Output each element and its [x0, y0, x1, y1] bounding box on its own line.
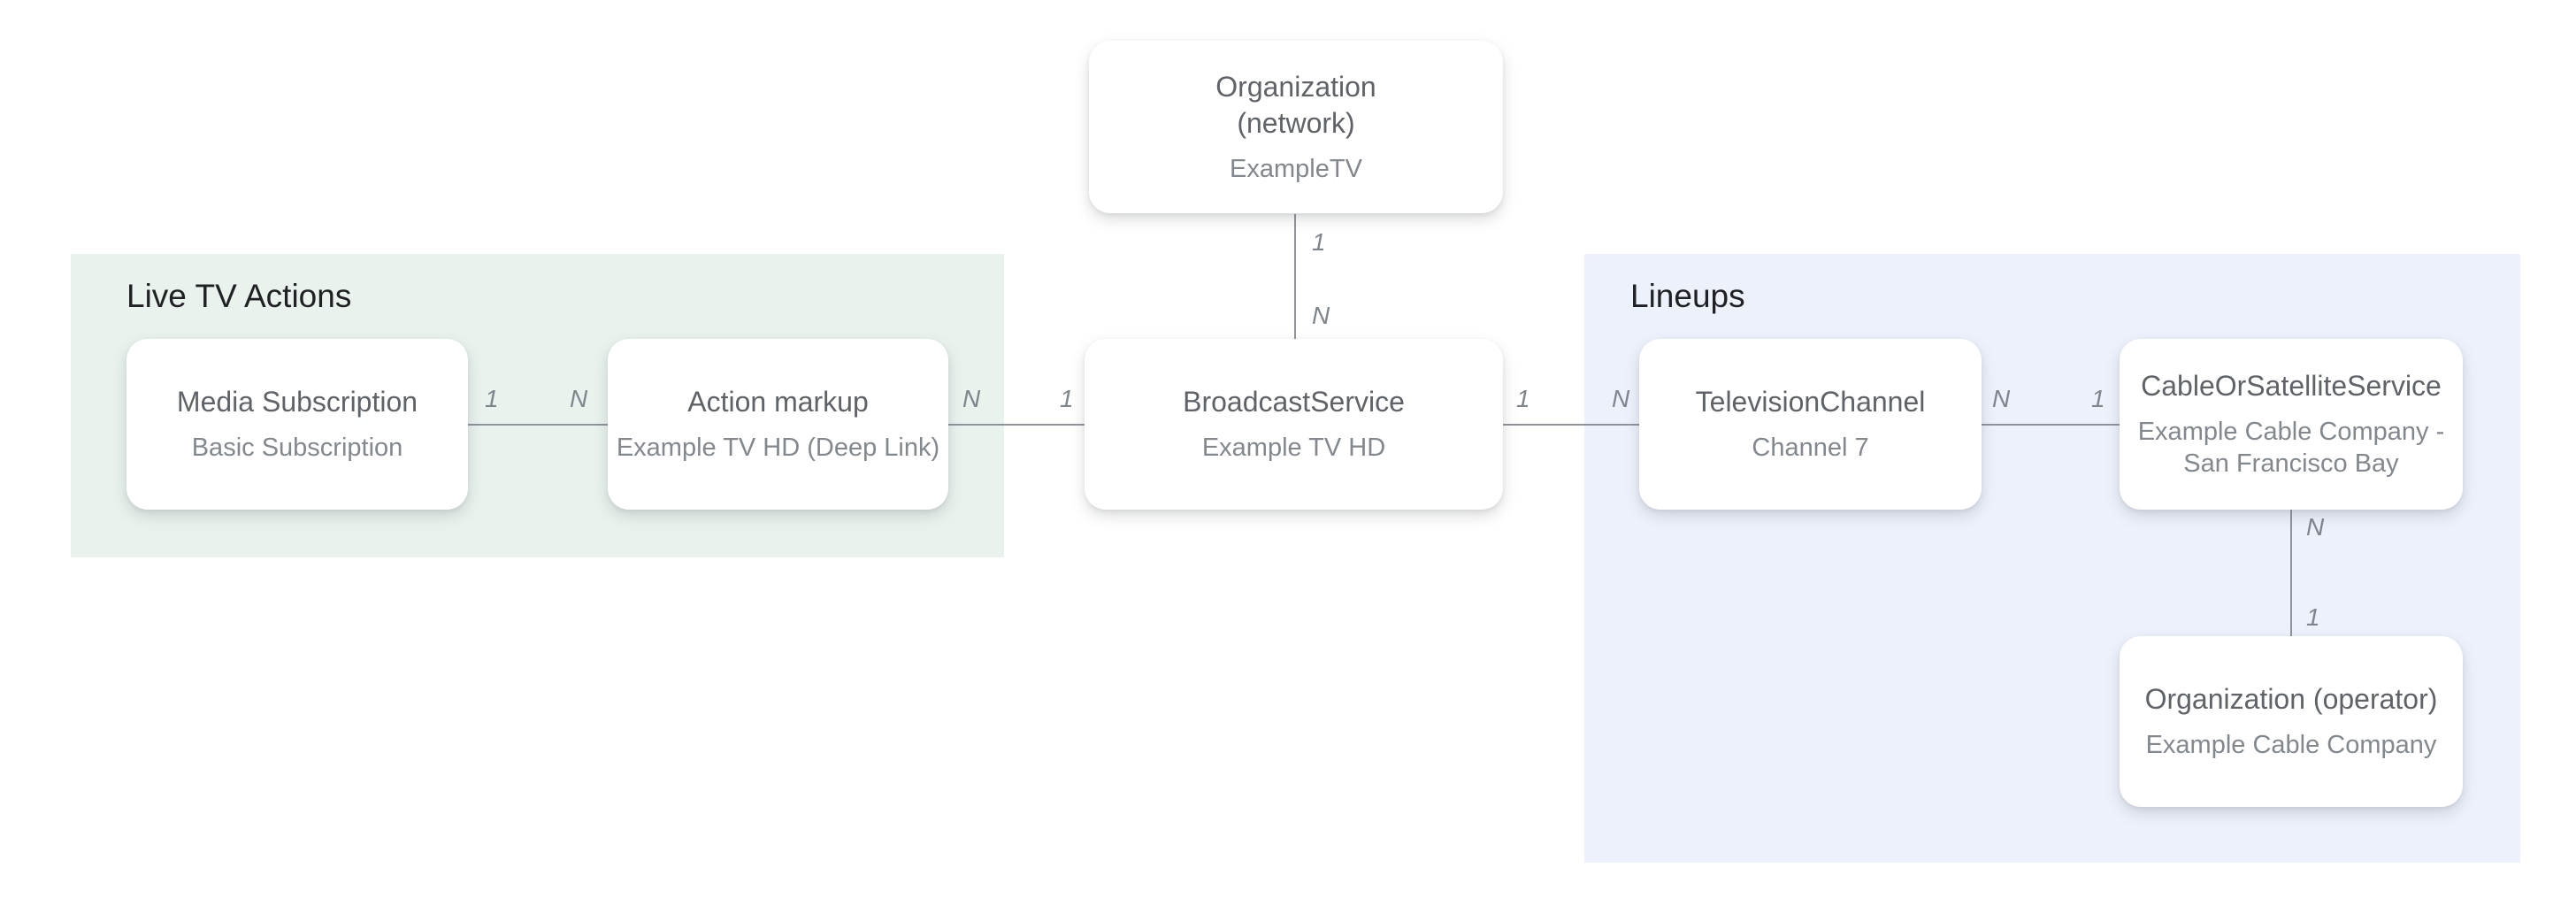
edge-line-tvchannel-to-cable — [1982, 424, 2120, 426]
node-media-subscription-title: Media Subscription — [176, 386, 418, 418]
edge-label-broadcast-to-tvchannel-to: N — [1612, 385, 1630, 412]
node-org-network-title-line2: (network) — [1237, 106, 1355, 139]
node-org-operator-title: Organization (operator) — [2144, 683, 2438, 716]
edge-label-tvchannel-to-cable-from: N — [1992, 385, 2011, 412]
node-media-subscription: Media Subscription Basic Subscription — [126, 339, 468, 510]
node-org-network-title-line1: Organization — [1215, 70, 1376, 103]
edge-line-network-to-broadcast — [1294, 214, 1296, 339]
edge-label-cable-to-operator-from: N — [2306, 513, 2325, 541]
group-title-live-tv-actions: Live TV Actions — [126, 278, 352, 314]
edge-label-mediasub-to-action-to: N — [570, 385, 588, 412]
node-television-channel: TelevisionChannel Channel 7 — [1639, 339, 1982, 510]
node-cable-or-satellite-service-subtitle: Example Cable Company - San Francisco Ba… — [2137, 418, 2445, 479]
node-media-subscription-subtitle: Basic Subscription — [191, 434, 403, 463]
node-org-network-title: Organization (network) — [1215, 69, 1376, 142]
edge-label-network-to-broadcast-to: N — [1312, 302, 1330, 329]
node-cable-or-satellite-service: CableOrSatelliteService Example Cable Co… — [2120, 339, 2463, 510]
edge-label-tvchannel-to-cable-to: 1 — [2091, 385, 2105, 412]
edge-line-action-to-broadcast — [948, 424, 1085, 426]
node-org-network-subtitle: ExampleTV — [1230, 154, 1362, 183]
node-broadcast-service: BroadcastService Example TV HD — [1085, 339, 1503, 510]
edge-line-mediasub-to-action — [468, 424, 608, 426]
edge-line-broadcast-to-tvchannel — [1503, 424, 1639, 426]
node-broadcast-service-subtitle: Example TV HD — [1201, 434, 1386, 463]
node-cable-or-satellite-service-title: CableOrSatelliteService — [2141, 370, 2442, 403]
node-action-markup-title: Action markup — [687, 386, 869, 418]
node-television-channel-subtitle: Channel 7 — [1752, 434, 1869, 463]
edge-label-action-to-broadcast-from: N — [962, 385, 981, 412]
edge-label-cable-to-operator-to: 1 — [2306, 603, 2320, 631]
group-title-lineups: Lineups — [1630, 278, 1745, 314]
edge-line-cable-to-operator — [2290, 510, 2292, 636]
node-action-markup-subtitle: Example TV HD (Deep Link) — [616, 434, 940, 463]
node-broadcast-service-title: BroadcastService — [1183, 386, 1405, 418]
edge-label-mediasub-to-action-from: 1 — [485, 385, 499, 412]
node-action-markup: Action markup Example TV HD (Deep Link) — [608, 339, 948, 510]
node-org-network: Organization (network) ExampleTV — [1089, 41, 1503, 213]
node-org-operator-subtitle: Example Cable Company — [2145, 731, 2437, 760]
node-television-channel-title: TelevisionChannel — [1695, 386, 1926, 418]
edge-label-action-to-broadcast-to: 1 — [1060, 385, 1074, 412]
edge-label-broadcast-to-tvchannel-from: 1 — [1516, 385, 1530, 412]
edge-label-network-to-broadcast-from: 1 — [1312, 228, 1326, 256]
node-org-operator: Organization (operator) Example Cable Co… — [2120, 636, 2463, 807]
